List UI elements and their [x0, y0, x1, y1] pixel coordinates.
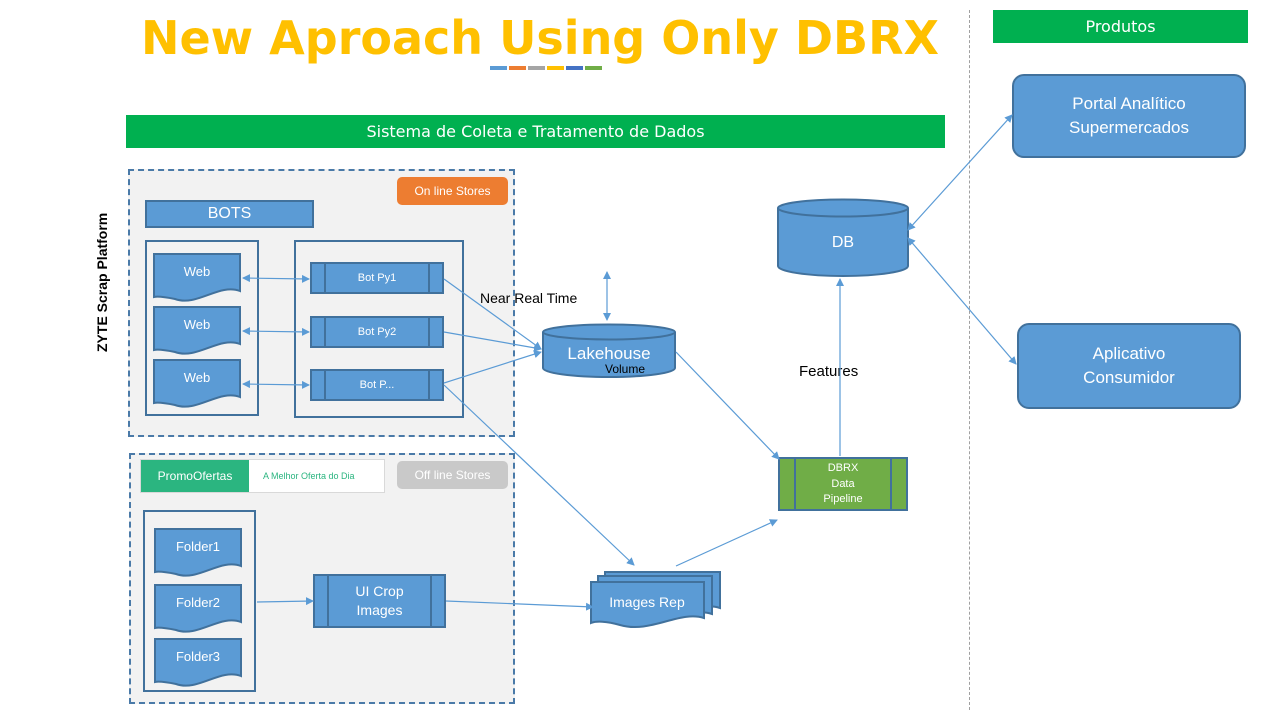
platform-label: ZYTE Scrap Platform [94, 212, 110, 352]
pipeline-line-2: Data [831, 477, 855, 490]
aplicativo-consumidor[interactable]: Aplicativo Consumidor [1017, 323, 1241, 409]
ui-crop-label: UI Crop Images [355, 583, 404, 618]
bot-py1[interactable]: Bot Py1 [310, 262, 444, 294]
online-stores-tag: On line Stores [397, 177, 508, 205]
web-doc-label: Web [183, 264, 211, 280]
underline-seg [566, 66, 583, 70]
page-title: New Aproach Using Only DBRX [140, 11, 940, 65]
section-divider [969, 10, 970, 710]
folder-doc-1[interactable]: Folder1 [154, 528, 242, 578]
document-shape-icon [153, 253, 241, 302]
web-doc-3[interactable]: Web [153, 359, 241, 409]
folder-doc-label: Folder1 [175, 539, 221, 555]
folder-doc-3[interactable]: Folder3 [154, 638, 242, 688]
bot-p3[interactable]: Bot P... [310, 369, 444, 401]
folder-doc-label: Folder3 [175, 649, 221, 665]
web-doc-2[interactable]: Web [153, 306, 241, 356]
images-rep-label: Images Rep [609, 594, 685, 610]
promo-logo: PromoOfertas A Melhor Oferta do Dia [140, 459, 385, 493]
underline-seg [585, 66, 602, 70]
sistema-header: Sistema de Coleta e Tratamento de Dados [126, 115, 945, 148]
promo-logo-brand: PromoOfertas [141, 460, 249, 492]
title-underline [490, 66, 602, 70]
images-pipeline-arrow [675, 519, 778, 567]
offline-stores-tag: Off line Stores [397, 461, 508, 489]
document-shape-icon [153, 359, 241, 408]
pipeline-label: DBRX Data Pipeline [780, 459, 906, 508]
pipeline-line-1: DBRX [827, 462, 859, 474]
portal-label: Portal Analítico Supermercados [1068, 94, 1189, 137]
promo-logo-tagline: A Melhor Oferta do Dia [263, 471, 355, 481]
app-label: Aplicativo Consumidor [1083, 344, 1175, 387]
web-doc-label: Web [183, 317, 211, 333]
pipeline-left-bar [794, 459, 796, 509]
bot-py2[interactable]: Bot Py2 [310, 316, 444, 348]
db-app-arrow [907, 237, 1017, 365]
document-shape-icon [154, 584, 242, 633]
bots-header: BOTS [145, 200, 314, 228]
db[interactable]: DB [776, 198, 910, 278]
portal-analitico[interactable]: Portal Analítico Supermercados [1012, 74, 1246, 158]
dbrx-pipeline[interactable]: DBRX Data Pipeline [778, 457, 908, 511]
underline-seg [547, 66, 564, 70]
underline-seg [490, 66, 507, 70]
document-shape-icon [153, 306, 241, 355]
lakehouse-sublabel: Volume [604, 362, 646, 376]
db-label: DB [831, 234, 855, 251]
images-rep[interactable]: Images Rep [590, 570, 722, 630]
folder-doc-label: Folder2 [175, 595, 221, 611]
underline-seg [509, 66, 526, 70]
multi-document-shape-icon [590, 571, 721, 628]
underline-seg [528, 66, 545, 70]
web-doc-1[interactable]: Web [153, 253, 241, 303]
document-shape-icon [154, 528, 242, 577]
features-label: Features [799, 363, 859, 380]
lakehouse-label: Lakehouse [567, 344, 651, 363]
cylinder-shape-icon [542, 323, 676, 378]
document-shape-icon [154, 638, 242, 687]
pipeline-right-bar [890, 459, 892, 509]
pipeline-line-3: Pipeline [823, 493, 863, 505]
ui-crop-images[interactable]: UI Crop Images [313, 574, 446, 628]
folder-doc-2[interactable]: Folder2 [154, 584, 242, 634]
web-doc-label: Web [183, 370, 211, 386]
lakehouse[interactable]: Lakehouse Volume [541, 323, 677, 379]
near-real-time-label: Near Real Time [480, 290, 578, 306]
produtos-header: Produtos [993, 10, 1248, 43]
